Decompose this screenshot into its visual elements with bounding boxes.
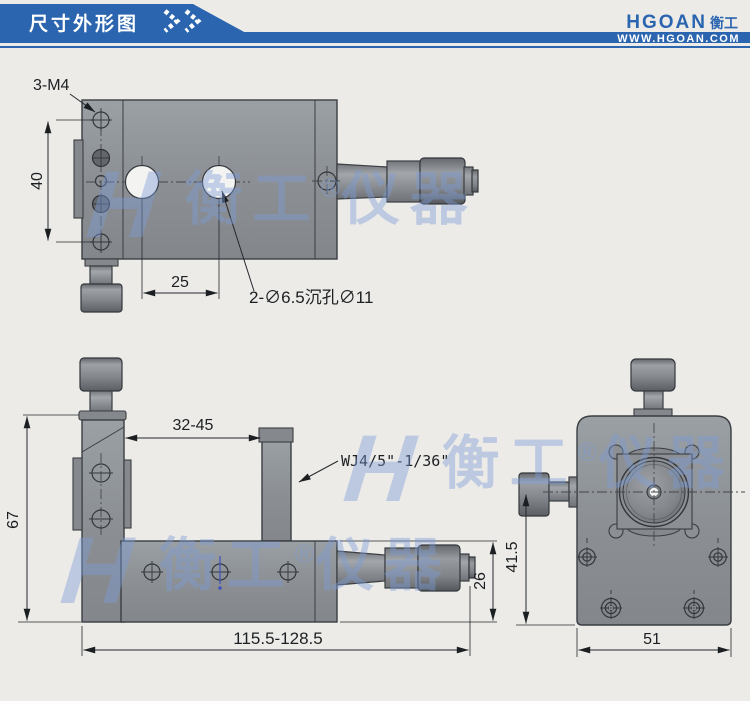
dim-height-40: 40 <box>29 172 46 190</box>
front-view-column <box>81 419 125 623</box>
dim-width-51: 51 <box>643 631 661 648</box>
side-view-dimensions: 41.5 51 <box>504 494 732 657</box>
top-view-dimensions: 40 25 3-M4 2-∅6.5沉孔∅11 <box>29 77 373 307</box>
top-view-spindle-hole <box>317 171 337 191</box>
front-view-micrometer <box>336 544 476 592</box>
label-adapter-thread: WJ4/5"-1/36" <box>341 452 449 470</box>
top-view-micrometer <box>336 157 479 205</box>
dim-height-67: 67 <box>5 511 22 529</box>
page-title: 尺寸外形图 <box>29 14 140 35</box>
dim-length-range: 115.5-128.5 <box>233 629 322 648</box>
front-view: 67 32-45 WJ4/5"-1/36" 26 115.5-128.5 <box>5 357 497 656</box>
top-view-knob <box>80 258 123 313</box>
dim-hole-spacing-25: 25 <box>171 274 189 291</box>
brand-logo-text: HGOAN <box>626 12 707 33</box>
dim-base-height-26: 26 <box>472 572 489 590</box>
side-view: 41.5 51 <box>504 358 745 657</box>
front-view-vertical-knob <box>78 357 127 421</box>
label-thread-3m4: 3-M4 <box>33 77 70 94</box>
header-underline <box>0 46 750 48</box>
top-view-counterbore-holes <box>124 164 237 200</box>
header-strip <box>0 32 750 43</box>
front-view-base-holes <box>141 556 299 590</box>
front-view-dimensions: 67 32-45 WJ4/5"-1/36" 26 115.5-128.5 <box>5 414 497 656</box>
top-view: 40 25 3-M4 2-∅6.5沉孔∅11 <box>29 77 479 313</box>
side-view-vertical-knob <box>630 358 676 418</box>
front-view-left-tab <box>72 457 83 531</box>
label-counterbore: 2-∅6.5沉孔∅11 <box>249 288 373 307</box>
side-view-screw-holes <box>577 538 728 619</box>
dim-travel-32-45: 32-45 <box>173 417 214 434</box>
brand-website: WWW.HGOAN.COM <box>617 33 740 45</box>
side-view-micrometer <box>518 472 578 517</box>
front-view-base <box>120 540 338 623</box>
front-view-adapter-post <box>258 427 294 542</box>
brand-logo-cjk: 衡工 <box>710 15 738 31</box>
top-view-side-tab <box>73 139 84 219</box>
dim-center-height-41-5: 41.5 <box>504 541 521 572</box>
front-view-right-tab <box>123 459 132 529</box>
chevron-arrows-icon <box>163 9 202 33</box>
top-view-mount-holes <box>90 109 112 253</box>
